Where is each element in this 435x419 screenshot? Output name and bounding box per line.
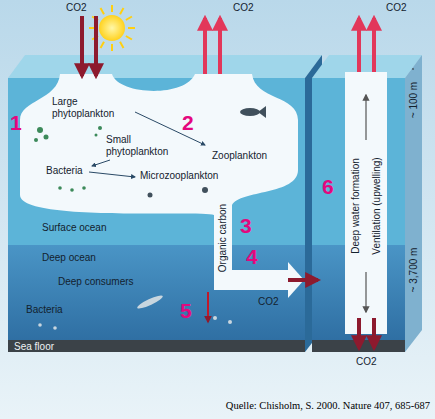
- organism-label: Small phytoplankton: [106, 134, 176, 157]
- illustration-shape: [213, 316, 217, 320]
- illustration-shape: [136, 293, 164, 310]
- organism-label: Microzooplankton: [140, 170, 218, 182]
- illustration-shape: [372, 18, 376, 72]
- illustration-shape: [99, 15, 125, 41]
- organism-label: Deep consumers: [58, 276, 134, 288]
- illustration-shape: [53, 326, 57, 330]
- illustration-shape: [34, 126, 102, 192]
- co2-label: CO2: [66, 2, 87, 14]
- illustration-shape: [94, 16, 98, 76]
- illustration-shape: [58, 186, 62, 190]
- illustration-shape: [80, 16, 84, 76]
- illustration-shape: [345, 72, 387, 334]
- callout-number: 6: [322, 176, 334, 197]
- illustration-shape: [38, 293, 232, 329]
- co2-label: CO2: [386, 2, 407, 14]
- illustration-shape: [111, 44, 113, 51]
- organism-label: Zooplankton: [212, 150, 267, 162]
- illustration-shape: [405, 55, 422, 352]
- illustration-shape: [82, 186, 86, 190]
- illustration-shape: [228, 320, 232, 324]
- illustration-shape: [95, 134, 98, 137]
- illustration-shape: [357, 18, 361, 72]
- flux-label: Ventilation (upwelling): [371, 157, 383, 254]
- callout-number: 2: [182, 112, 194, 133]
- organism-label: Bacteria: [26, 304, 63, 316]
- callout-number: 4: [246, 246, 258, 267]
- illustration-shape: [44, 135, 49, 140]
- co2-label: CO2: [233, 2, 254, 14]
- illustration-shape: [111, 5, 113, 12]
- illustration-shape: [92, 160, 110, 166]
- illustration-shape: [120, 42, 124, 48]
- flux-label: Organic carbon: [217, 204, 229, 272]
- illustration-shape: [38, 323, 42, 327]
- illustration-shape: [70, 188, 74, 192]
- illustration-shape: [202, 187, 208, 193]
- illustration-shape: [372, 318, 376, 348]
- zone-label: Deep ocean: [42, 252, 96, 264]
- illustration-shape: [218, 18, 222, 74]
- illustration-shape: [365, 95, 366, 140]
- illustration-shape: [126, 17, 132, 21]
- illustration-shape: [8, 340, 305, 352]
- illustration-shape: [258, 106, 266, 118]
- illustration-shape: [37, 127, 43, 133]
- illustration-shape: [101, 42, 105, 48]
- illustration-shape: [126, 36, 132, 40]
- depth-label: ~ 100 m: [408, 82, 420, 118]
- callout-number: 1: [10, 112, 22, 133]
- zone-label: Sea floor: [14, 341, 54, 353]
- illustration-shape: [89, 172, 135, 177]
- illustration-shape: [135, 112, 205, 145]
- illustration-shape: [98, 126, 102, 130]
- illustration-shape: [203, 18, 207, 74]
- callout-number: 3: [240, 215, 252, 236]
- depth-label: ~ 3,700 m: [408, 248, 420, 293]
- callout-number: 5: [180, 300, 192, 321]
- illustration-shape: [8, 55, 322, 78]
- illustration-shape: [20, 74, 298, 290]
- illustration-shape: [101, 8, 105, 14]
- illustration-shape: [120, 8, 124, 14]
- illustration-shape: [413, 68, 414, 70]
- illustration-shape: [8, 245, 305, 340]
- co2-label: CO2: [356, 356, 377, 368]
- illustration-shape: [34, 138, 38, 142]
- illustration-shape: [128, 27, 135, 29]
- illustration-shape: [288, 278, 318, 282]
- organism-label: Large phytoplankton: [52, 96, 124, 119]
- illustration-shape: [207, 292, 209, 322]
- co2-label: CO2: [258, 296, 279, 308]
- zone-label: Surface ocean: [42, 222, 107, 234]
- illustration-shape: [357, 318, 361, 348]
- illustration-shape: [365, 272, 366, 312]
- organism-label: Bacteria: [46, 165, 83, 177]
- illustration-shape: [148, 193, 153, 198]
- flux-label: Deep water formation: [350, 158, 362, 254]
- source-caption: Quelle: Chisholm, S. 2000. Nature 407, 6…: [226, 400, 430, 412]
- illustration-shape: [240, 108, 260, 116]
